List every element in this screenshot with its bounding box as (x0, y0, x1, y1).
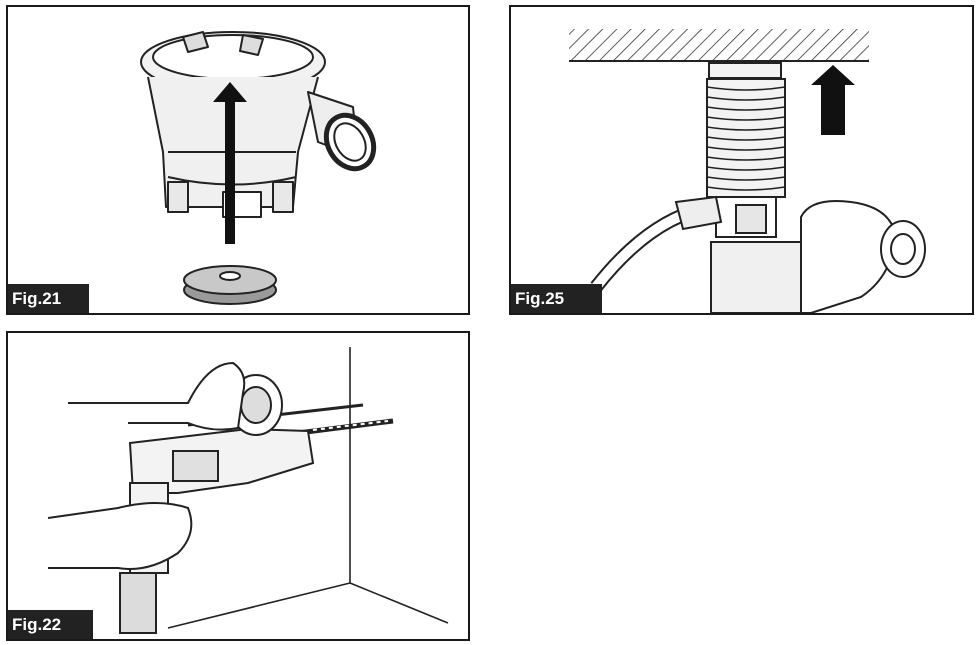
drilling-wall-illustration (47, 347, 449, 634)
figure-21-panel: Fig.21 (6, 5, 470, 315)
figure-25-label: Fig.25 (511, 284, 603, 313)
ceiling-bellows-illustration (569, 29, 926, 313)
figure-21-label: Fig.21 (8, 284, 90, 313)
figure-22-panel: Fig.22 (6, 331, 470, 641)
dust-cup-illustration (140, 31, 377, 305)
figure-25-panel: Fig.25 (509, 5, 974, 315)
figure-22-label: Fig.22 (8, 610, 94, 639)
